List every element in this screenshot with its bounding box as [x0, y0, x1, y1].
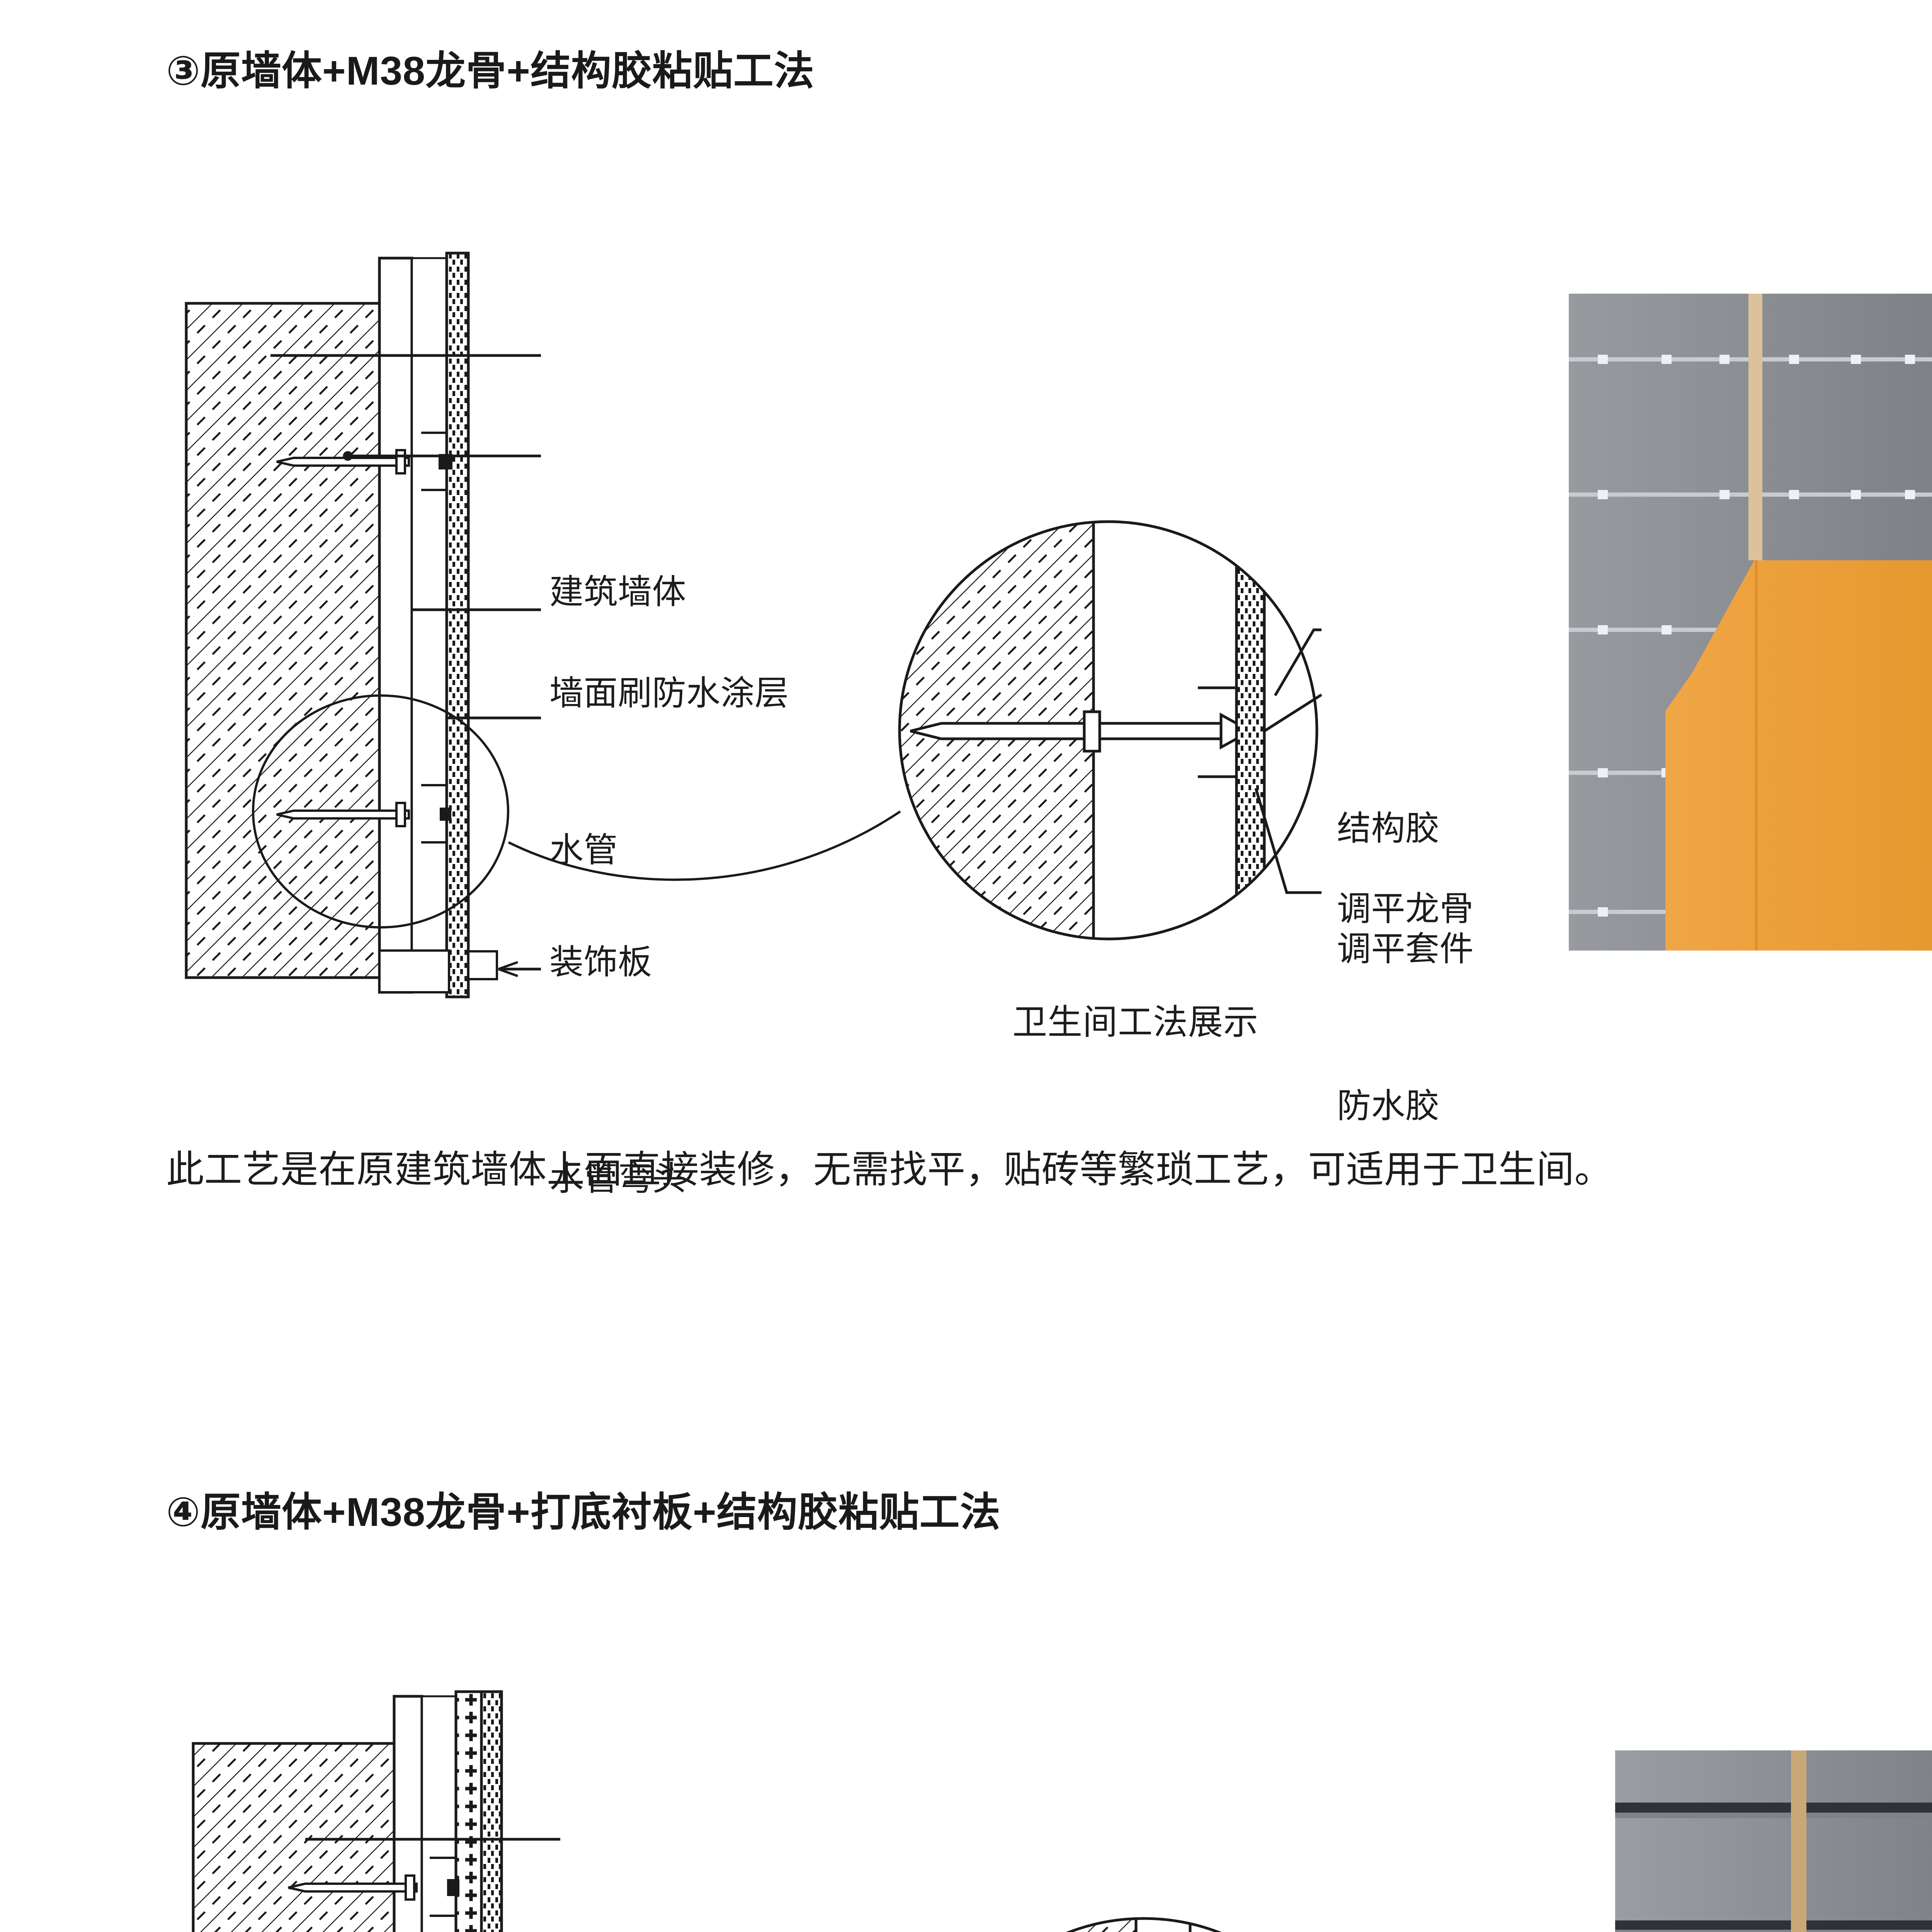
figure-caption-bathroom: 卫生间工法展示	[1012, 1003, 1259, 1042]
label-decorative-panel: 装饰板	[549, 943, 652, 981]
label-waterproof-adhesive: 防水胶	[1337, 1087, 1440, 1125]
render-baseboard-assembly	[1596, 1719, 1932, 1932]
label-leveling-keel-line1: 调平龙骨	[1337, 889, 1474, 928]
top-rails	[1615, 1803, 1932, 1932]
diagram-1-svg	[185, 252, 1322, 998]
diagram-2-svg	[192, 1690, 1293, 1932]
label-building-wall: 建筑墙体	[549, 573, 687, 611]
detail-connector-curve	[508, 810, 901, 881]
label-waterproof-coating: 墙面刷防水涂层	[549, 674, 789, 712]
vertical-batten	[1748, 294, 1762, 560]
label-leveling-keel: 调平龙骨 调平套件	[1337, 889, 1474, 969]
vertical-batten-2	[1791, 1750, 1806, 1932]
label-structural-adhesive: 结构胶	[1337, 809, 1440, 847]
detail-leader-lines	[1254, 628, 1322, 894]
diagram-baseboard-method: 建筑墙体 线管 打底板 装饰板 底盒 结构胶 干壁钉 调平龙骨 调平套件	[0, 1673, 1932, 1932]
section-heading-4: ④原墙体+M38龙骨+打底衬板+结构胶粘贴工法	[166, 1490, 1001, 1535]
anchor-screws-2	[288, 1857, 459, 1917]
detail-zone-circle	[252, 694, 509, 929]
detail-circle	[898, 520, 1318, 940]
wall-cross-section	[185, 252, 470, 998]
label-leveling-kit-line2: 调平套件	[1337, 929, 1474, 968]
body-paragraph-bathroom: 此工艺是在原建筑墙体上面直接装修，无需找平，贴砖等繁琐工艺，可适用于卫生间。	[166, 1148, 1613, 1190]
leader-lines-main-2	[305, 1838, 560, 1841]
section-heading-3: ③原墙体+M38龙骨+结构胶粘贴工法	[166, 49, 815, 94]
diagram-bathroom-method: 建筑墙体 墙面刷防水涂层 水管 装饰板 水管弯头 结构胶 调平龙骨 调平套件 防…	[0, 240, 1932, 1197]
pipe-elbow-symbol	[378, 949, 498, 993]
rail-clips	[1598, 355, 1915, 917]
detail-circle-2	[933, 1917, 1293, 1932]
render-front-view	[1569, 294, 1932, 951]
wall-cross-section-2	[192, 1690, 503, 1932]
orange-decorative-panel	[1665, 560, 1932, 951]
label-pipe-elbow: 水管弯头	[549, 1159, 687, 1197]
render-1-svg	[1569, 294, 1932, 951]
leader-lines-main	[270, 354, 541, 977]
anchor-screws	[276, 432, 452, 491]
render2-front-view	[1615, 1750, 1932, 1932]
render-2-svg	[1615, 1750, 1932, 1932]
label-water-pipe: 水管	[549, 831, 618, 869]
render-bathroom-assembly	[1546, 270, 1932, 966]
